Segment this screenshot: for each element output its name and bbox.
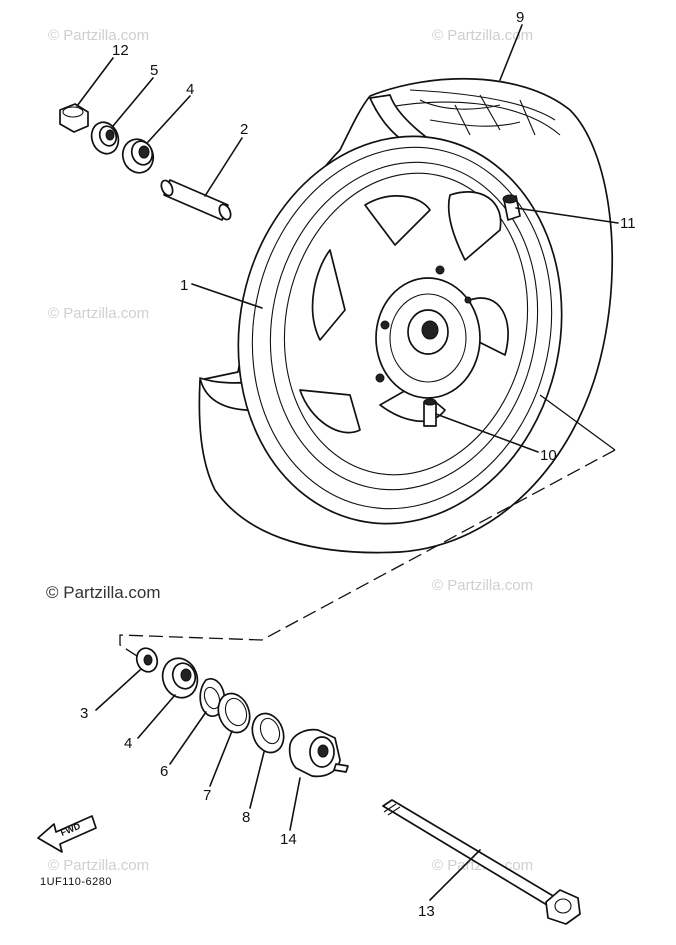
callout-1: 1 (180, 277, 188, 294)
balance-weight (423, 398, 437, 427)
leader-lines (76, 24, 619, 901)
callout-14: 14 (280, 831, 297, 848)
callout-2: 2 (240, 121, 248, 138)
callout-7: 7 (203, 787, 211, 804)
assembly-bracket-line (119, 449, 616, 659)
part-2-spacer (160, 179, 232, 221)
callout-12: 12 (112, 42, 129, 59)
watermark-main: © Partzilla.com (46, 583, 161, 602)
forward-arrow-icon: FWD (37, 815, 97, 853)
callout-4: 4 (186, 81, 194, 98)
part-7-washer (217, 692, 251, 734)
wheel-rim (237, 135, 563, 525)
callout-9: 9 (516, 9, 524, 26)
watermark: © Partzilla.com (48, 27, 149, 44)
part-12-spacer-nut (59, 103, 89, 133)
valve-stem (502, 194, 521, 221)
watermark: © Partzilla.com (432, 27, 533, 44)
watermark: © Partzilla.com (48, 857, 149, 874)
part-4-bearing (121, 138, 155, 174)
diagram-code: 1UF110-6280 (40, 876, 112, 888)
callout-3: 3 (80, 705, 88, 722)
part-3-collar (135, 647, 159, 673)
part-4-bearing-lower (161, 657, 199, 699)
callout-6: 6 (160, 763, 168, 780)
callout-13: 13 (418, 903, 435, 920)
watermark: © Partzilla.com (48, 305, 149, 322)
callout-4-lower: 4 (124, 735, 132, 752)
callout-10: 10 (540, 447, 557, 464)
callout-11: 11 (620, 215, 636, 232)
part-13-axle (382, 799, 581, 925)
part-14-gear-unit (288, 728, 349, 778)
callout-5: 5 (150, 62, 158, 79)
part-5-oil-seal (90, 121, 120, 155)
part-8-oil-seal (251, 712, 285, 754)
assembly-bracket-line (539, 394, 616, 451)
callout-8: 8 (242, 809, 250, 826)
watermark: © Partzilla.com (432, 577, 533, 594)
